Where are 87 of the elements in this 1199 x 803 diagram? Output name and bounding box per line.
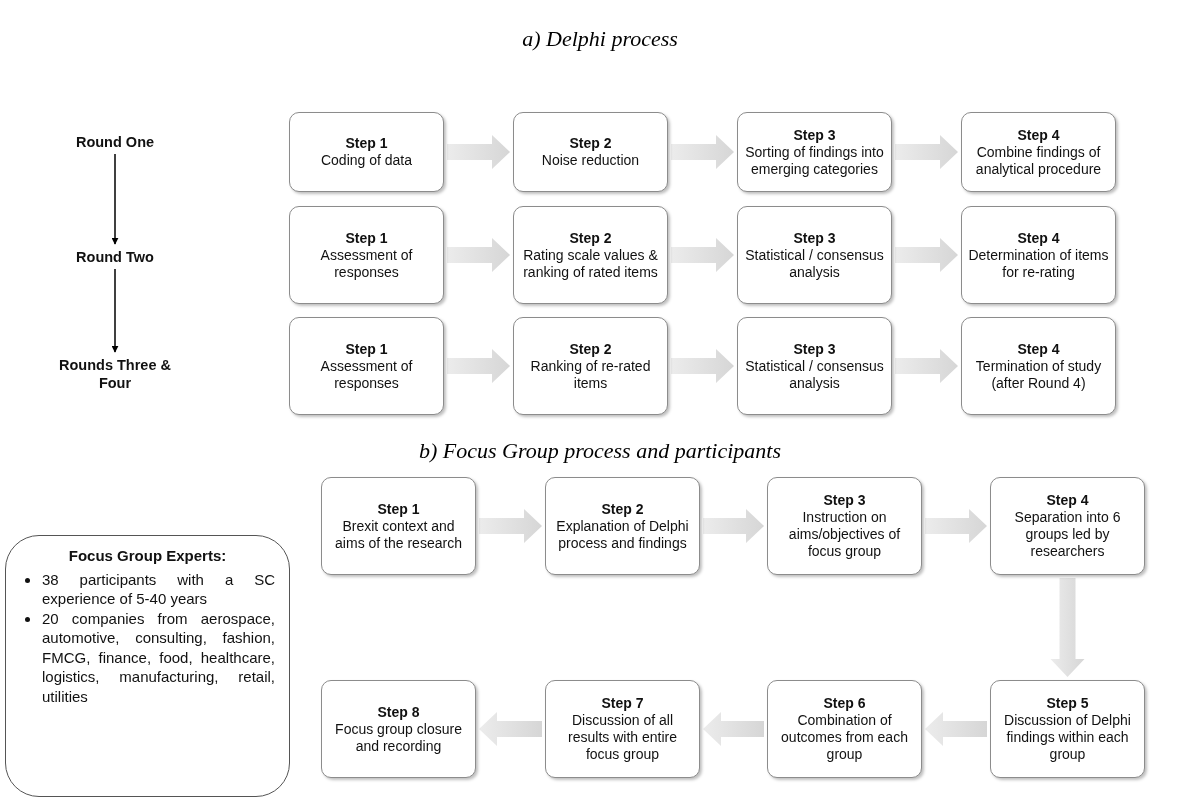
step-heading: Step 3: [793, 126, 836, 144]
block-arrow: [671, 238, 734, 272]
block-arrow: [925, 509, 987, 543]
arrow: [111, 268, 119, 353]
section-heading: a) Delphi process: [522, 26, 678, 52]
step-description: Assessment of responses: [319, 246, 414, 281]
step-description: Termination of study (after Round 4): [974, 357, 1103, 392]
process-box: [289, 112, 444, 192]
round-label: Rounds Three & Four: [45, 354, 185, 394]
round-label: Round One: [55, 131, 175, 153]
process-box: [990, 477, 1145, 575]
block-arrow: [1050, 578, 1085, 677]
step-description: Coding of data: [320, 152, 413, 169]
block-arrow: [703, 712, 764, 746]
step-description: Assessment of responses: [319, 357, 414, 392]
step-description: Combine findings of analytical procedure: [974, 143, 1103, 178]
step-description: Explanation of Delphi process and findings: [555, 517, 690, 552]
process-box: [961, 206, 1116, 304]
step-description: Brexit context and aims of the research: [334, 517, 463, 552]
block-arrow: [447, 349, 510, 383]
process-box: [737, 206, 892, 304]
block-arrow: [671, 135, 734, 169]
process-box: [961, 112, 1116, 192]
step-description: Instruction on aims/objectives of focus group: [787, 509, 902, 560]
step-description: Sorting of findings into emerging categories: [744, 143, 885, 178]
step-description: Focus group closure and recording: [334, 720, 463, 755]
step-description: Noise reduction: [541, 152, 640, 169]
round-label: Round Two: [55, 246, 175, 268]
process-box: [990, 680, 1145, 778]
step-description: Discussion of all results with entire focus group: [567, 712, 678, 763]
process-box: [737, 112, 892, 192]
process-box: [289, 317, 444, 415]
process-box: [289, 206, 444, 304]
step-description: Statistical / consensus analysis: [744, 357, 885, 392]
block-arrow: [895, 238, 958, 272]
step-heading: Step 2: [569, 135, 612, 152]
process-box: [513, 206, 668, 304]
step-heading: Step 1: [345, 340, 388, 358]
step-heading: Step 4: [1017, 126, 1060, 144]
step-description: Discussion of Delphi findings within each group: [1003, 712, 1132, 763]
block-arrow: [671, 349, 734, 383]
process-box: [545, 477, 700, 575]
process-box: [961, 317, 1116, 415]
step-heading: Step 4: [1017, 229, 1060, 247]
step-heading: Step 8: [377, 703, 420, 721]
step-heading: Step 3: [823, 492, 866, 509]
step-heading: Step 3: [793, 340, 836, 358]
step-heading: Step 2: [569, 229, 612, 247]
step-heading: Step 3: [793, 229, 836, 247]
step-heading: Step 1: [377, 500, 420, 518]
block-arrow: [447, 238, 510, 272]
process-box: [513, 112, 668, 192]
block-arrow: [479, 712, 542, 746]
step-description: Combination of outcomes from each group: [780, 712, 909, 763]
arrow: [111, 153, 119, 245]
block-arrow: [895, 135, 958, 169]
section-heading: b) Focus Group process and participants: [419, 438, 781, 464]
process-box: [545, 680, 700, 778]
bullet-item: 38 participants with a SC experience of 5-40 years: [42, 570, 275, 607]
process-box: [767, 477, 922, 575]
step-heading: Step 1: [345, 135, 388, 152]
step-heading: Step 2: [569, 340, 612, 358]
step-heading: Step 7: [601, 695, 644, 712]
process-box: [513, 317, 668, 415]
block-arrow: [703, 509, 764, 543]
step-heading: Step 4: [1017, 340, 1060, 358]
block-arrow: [447, 135, 510, 169]
step-description: Rating scale values & ranking of rated items: [522, 246, 659, 281]
step-description: Statistical / consensus analysis: [744, 246, 885, 281]
process-box: [321, 477, 476, 575]
step-description: Separation into 6 groups led by researchers: [1013, 509, 1122, 560]
step-description: Ranking of re-rated items: [529, 357, 652, 392]
block-arrow: [895, 349, 958, 383]
process-box: [737, 317, 892, 415]
process-box: [767, 680, 922, 778]
info-box: [5, 535, 290, 797]
block-arrow: [925, 712, 987, 746]
step-heading: Step 2: [601, 500, 644, 518]
step-description: Determination of items for re-rating: [968, 246, 1109, 281]
step-heading: Step 6: [823, 695, 866, 712]
box-heading: Focus Group Experts:: [67, 546, 228, 566]
step-heading: Step 5: [1046, 695, 1089, 712]
bullet-item: 20 companies from aerospace, automotive, consulting, fashion, FMCG, finance, food, healthcare, logistics, manufacturing, retail, utilities: [42, 609, 275, 705]
step-heading: Step 4: [1046, 492, 1089, 509]
step-heading: Step 1: [345, 229, 388, 247]
block-arrow: [479, 509, 542, 543]
process-box: [321, 680, 476, 778]
